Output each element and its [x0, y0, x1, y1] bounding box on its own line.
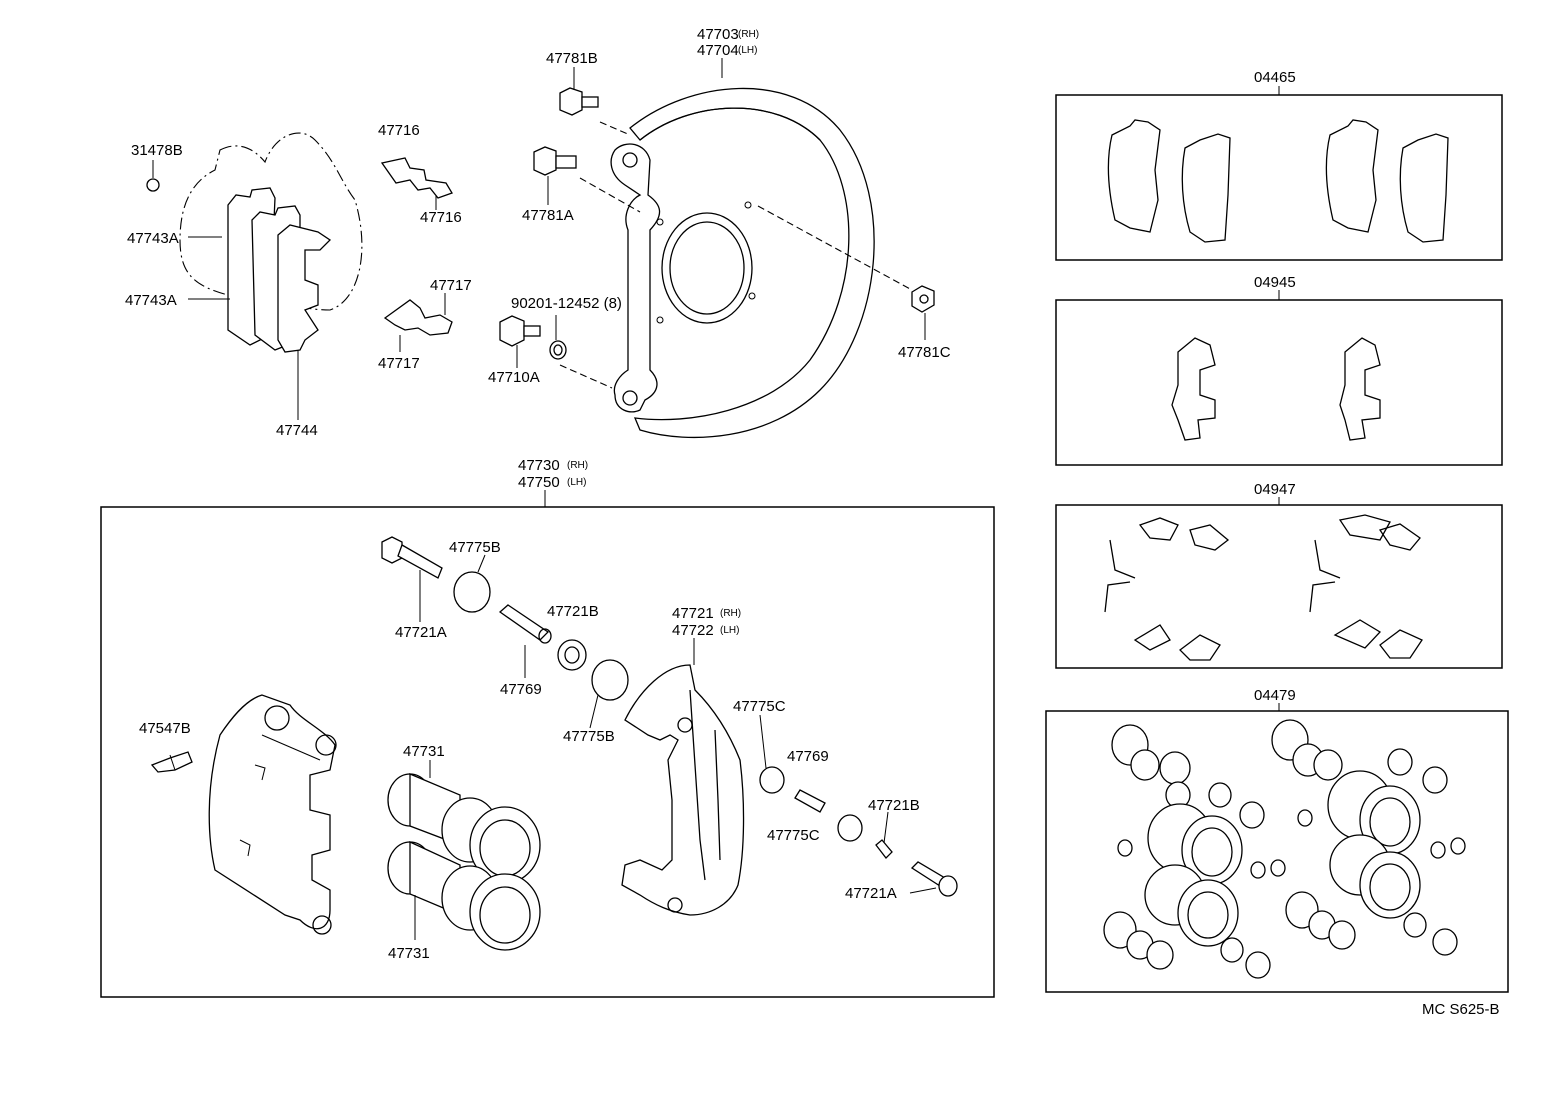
- diagram-reference-code: MC S625-B: [1422, 1001, 1500, 1018]
- label-kit-04947: 04947: [1254, 481, 1296, 498]
- label-47721B-top: 47721B: [547, 603, 599, 620]
- label-47775B-top: 47775B: [449, 539, 501, 556]
- boot-47775B-top-drawing: [453, 554, 491, 613]
- label-47717-bottom: 47717: [378, 355, 420, 372]
- label-47703-side: (RH): [738, 29, 759, 40]
- label-47781A: 47781A: [522, 207, 574, 224]
- kit-04945-box: [1055, 290, 1503, 466]
- label-47703: 47703: [697, 26, 739, 43]
- label-47743A-bottom: 47743A: [125, 292, 177, 309]
- label-47704: 47704: [697, 42, 739, 59]
- washer-90201-drawing: [549, 340, 567, 360]
- label-47722: 47722: [672, 622, 714, 639]
- boot-47775C-top-drawing: [759, 714, 785, 794]
- label-47775B-bottom: 47775B: [563, 728, 615, 745]
- label-kit-04945: 04945: [1254, 274, 1296, 291]
- kit-04947-box: [1055, 497, 1503, 669]
- label-47721B-right: 47721B: [868, 797, 920, 814]
- anti-squeal-clip-47717-drawing: [383, 293, 453, 352]
- leader-lines: [152, 58, 926, 368]
- label-kit-04465: 04465: [1254, 69, 1296, 86]
- kit-04479-box: [1045, 703, 1509, 993]
- pistons-47731-drawing: [387, 760, 541, 951]
- label-47730-side: (RH): [567, 460, 588, 471]
- label-47731-top: 47731: [403, 743, 445, 760]
- label-47710A: 47710A: [488, 369, 540, 386]
- label-47547B: 47547B: [139, 720, 191, 737]
- label-kit-04479: 04479: [1254, 687, 1296, 704]
- pad-assembly-drawing: [146, 132, 363, 420]
- label-31478B: 31478B: [131, 142, 183, 159]
- slide-bush-47721B-right-drawing: [875, 811, 893, 859]
- torque-plate-drawing: [621, 638, 745, 916]
- label-47781C: 47781C: [898, 344, 951, 361]
- bushing-47769-right-drawing: [794, 789, 826, 813]
- label-47743A-top: 47743A: [127, 230, 179, 247]
- label-47721A-left: 47721A: [395, 624, 447, 641]
- nut-47781C-drawing: [911, 285, 935, 313]
- bleeder-47547B-drawing: [150, 751, 193, 773]
- bolt-47710A-drawing: [499, 315, 541, 347]
- label-47717-top: 47717: [430, 277, 472, 294]
- bolt-47781A-drawing: [533, 146, 577, 176]
- part-labels: 47703 (RH) 47704 (LH) 47781B 47781A 4778…: [125, 26, 1500, 1018]
- label-47750: 47750: [518, 474, 560, 491]
- label-47775C-bottom: 47775C: [767, 827, 820, 844]
- boot-47775C-bottom-drawing: [837, 814, 863, 842]
- label-47769-left: 47769: [500, 681, 542, 698]
- label-47721-side: (RH): [720, 608, 741, 619]
- kit-04465-box: [1055, 86, 1503, 261]
- anti-squeal-clip-47716-drawing: [380, 157, 453, 210]
- slide-pin-47721A-right-drawing: [909, 861, 958, 897]
- slide-bush-47721B-drawing: [557, 639, 587, 671]
- label-47704-side: (LH): [738, 45, 757, 56]
- label-90201-12452: 90201-12452 (8): [511, 295, 622, 312]
- label-47730: 47730: [518, 457, 560, 474]
- caliper-body-drawing: [208, 694, 337, 935]
- label-47731-bottom: 47731: [388, 945, 430, 962]
- label-47769-right: 47769: [787, 748, 829, 765]
- caliper-assembly-box: [100, 506, 995, 998]
- bolt-47781B-drawing: [559, 87, 599, 116]
- label-47775C-top: 47775C: [733, 698, 786, 715]
- label-47721A-right: 47721A: [845, 885, 897, 902]
- label-47716-top: 47716: [378, 122, 420, 139]
- slide-pin-47721A-drawing: [381, 536, 443, 622]
- boot-47775B-bottom-drawing: [589, 659, 629, 729]
- label-47721: 47721: [672, 605, 714, 622]
- label-47722-side: (LH): [720, 625, 739, 636]
- label-47781B: 47781B: [546, 50, 598, 67]
- bushing-47769-left-drawing: [498, 604, 552, 678]
- label-47716-bottom: 47716: [420, 209, 462, 226]
- label-47750-side: (LH): [567, 477, 586, 488]
- label-47744: 47744: [276, 422, 318, 439]
- dust-shield-drawing: [559, 87, 913, 439]
